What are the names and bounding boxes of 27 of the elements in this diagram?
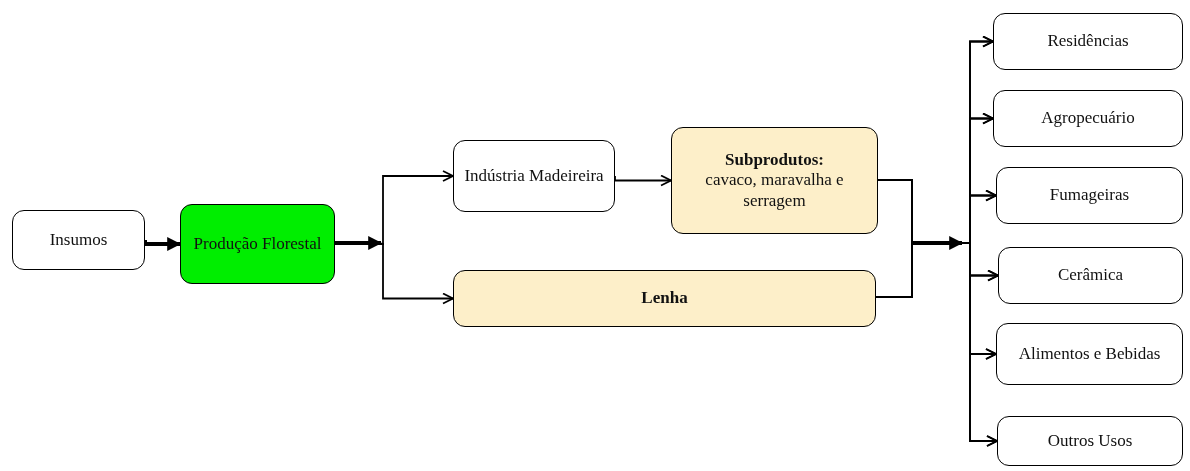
process-box <box>997 416 1183 466</box>
box-label: Produção Florestal <box>193 233 322 255</box>
box-label: Agropecuário <box>1041 108 1135 129</box>
arrow <box>335 236 383 250</box>
box-label: Alimentos e Bebidas <box>1018 343 1161 365</box>
box-label: Lenha <box>641 288 688 309</box>
box-label: Fumageiras <box>1049 185 1130 206</box>
process-box <box>993 13 1183 70</box>
arrow <box>614 174 672 187</box>
box-label: Insumos <box>49 229 108 251</box>
process-box <box>996 323 1183 385</box>
process-box <box>453 140 615 212</box>
process-box <box>12 210 145 270</box>
box-label: Outros Usos <box>1047 430 1133 452</box>
process-box <box>993 90 1183 147</box>
box-label: Cerâmica <box>1057 265 1124 286</box>
arrow <box>143 237 182 251</box>
process-box <box>996 167 1183 224</box>
process-box <box>998 247 1183 304</box>
process-box <box>180 204 335 284</box>
box-label: Residências <box>1047 31 1129 52</box>
arrow <box>912 236 964 250</box>
box-label: cavaco, maravalha e serragem <box>704 170 845 212</box>
box-label: Indústria Madeireira <box>464 165 604 187</box>
box-label: Subprodutos: <box>725 149 824 171</box>
process-box <box>671 127 878 234</box>
process-box <box>453 270 876 327</box>
